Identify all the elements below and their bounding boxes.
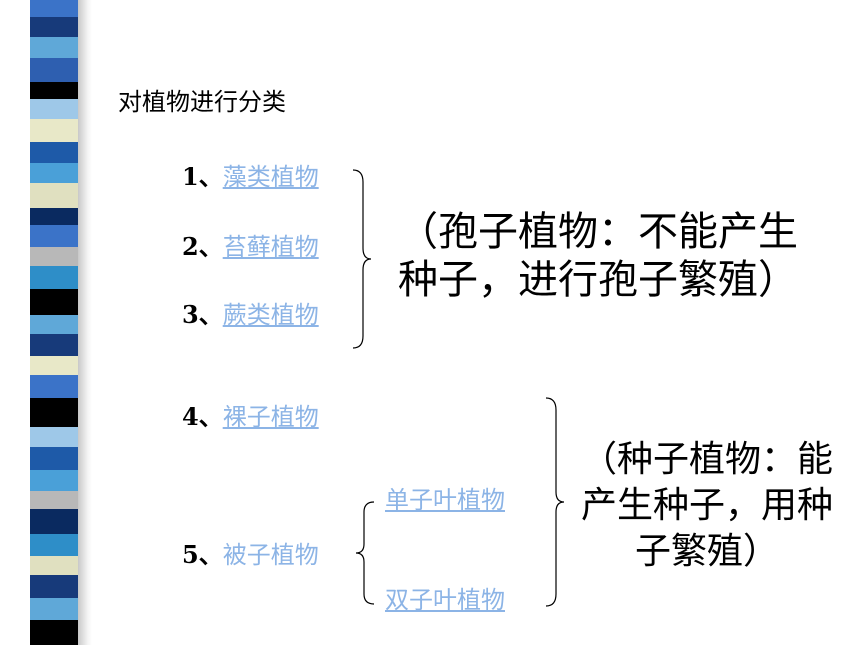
link-dicot[interactable]: 双子叶植物: [385, 586, 505, 614]
strip-segment: [30, 207, 78, 226]
strip-segment: [30, 182, 78, 208]
strip-segment: [30, 246, 78, 267]
strip-segment: [30, 163, 78, 183]
link-gymnosperm[interactable]: 裸子植物: [222, 403, 319, 431]
description-line: 产生种子，用种: [580, 485, 833, 526]
strip-segment: [30, 36, 78, 59]
strip-segment: [30, 575, 78, 599]
brace-angiosperm-subtypes: [355, 501, 375, 605]
strip-segment: [30, 141, 78, 164]
item-number: 5、: [182, 540, 223, 569]
strip-segment: [30, 289, 78, 315]
strip-segment: [30, 446, 78, 471]
strip-segment: [30, 470, 78, 492]
strip-segment: [30, 534, 78, 556]
plant-item-angiosperm: 5、被子植物: [182, 535, 319, 570]
plant-item-fern: 3、蕨类植物: [182, 295, 319, 330]
seed-plant-description: （种子植物：能 产生种子，用种 子繁殖）: [572, 437, 842, 575]
description-line: （种子植物：能: [580, 439, 833, 480]
brace-seed-group: [545, 397, 565, 607]
strip-segment: [30, 427, 78, 447]
link-algae[interactable]: 藻类植物: [222, 163, 319, 191]
plant-item-algae: 1、藻类植物: [182, 157, 319, 192]
strip-segment: [30, 225, 78, 247]
strip-segment: [30, 374, 78, 399]
strip-segment: [30, 491, 78, 509]
description-line: （孢子植物：不能产生: [398, 209, 798, 255]
strip-segment: [30, 334, 78, 356]
strip-segment: [30, 508, 78, 535]
plant-item-gymnosperm: 4、裸子植物: [182, 397, 319, 432]
link-moss[interactable]: 苔藓植物: [222, 233, 319, 261]
description-line: 种子，进行孢子繁殖）: [398, 257, 798, 303]
decorative-strip: [30, 0, 78, 645]
item-number: 4、: [182, 402, 223, 431]
strip-segment: [30, 17, 78, 37]
plant-item-moss: 2、苔藓植物: [182, 227, 319, 262]
description-line: 子繁殖）: [634, 531, 779, 572]
strip-segment: [30, 266, 78, 290]
strip-segment: [30, 619, 78, 645]
spore-plant-description: （孢子植物：不能产生 种子，进行孢子繁殖）: [398, 208, 798, 304]
strip-segment: [30, 81, 78, 100]
item-number: 2、: [182, 232, 223, 261]
subtype-dicot: 双子叶植物: [385, 580, 505, 615]
item-number: 3、: [182, 300, 223, 329]
slide-title: 对植物进行分类: [118, 88, 286, 116]
strip-segment: [30, 118, 78, 142]
strip-segment: [30, 314, 78, 335]
strip-segment: [30, 58, 78, 82]
strip-shadow: [78, 0, 92, 645]
link-monocot[interactable]: 单子叶植物: [385, 486, 505, 514]
strip-segment: [30, 355, 78, 375]
label-angiosperm: 被子植物: [222, 541, 319, 569]
brace-spore-group: [352, 169, 372, 349]
strip-segment: [30, 398, 78, 428]
strip-segment: [30, 99, 78, 119]
subtype-monocot: 单子叶植物: [385, 480, 505, 515]
link-fern[interactable]: 蕨类植物: [222, 301, 319, 329]
strip-segment: [30, 555, 78, 576]
strip-segment: [30, 0, 78, 18]
item-number: 1、: [182, 162, 223, 191]
strip-segment: [30, 598, 78, 620]
